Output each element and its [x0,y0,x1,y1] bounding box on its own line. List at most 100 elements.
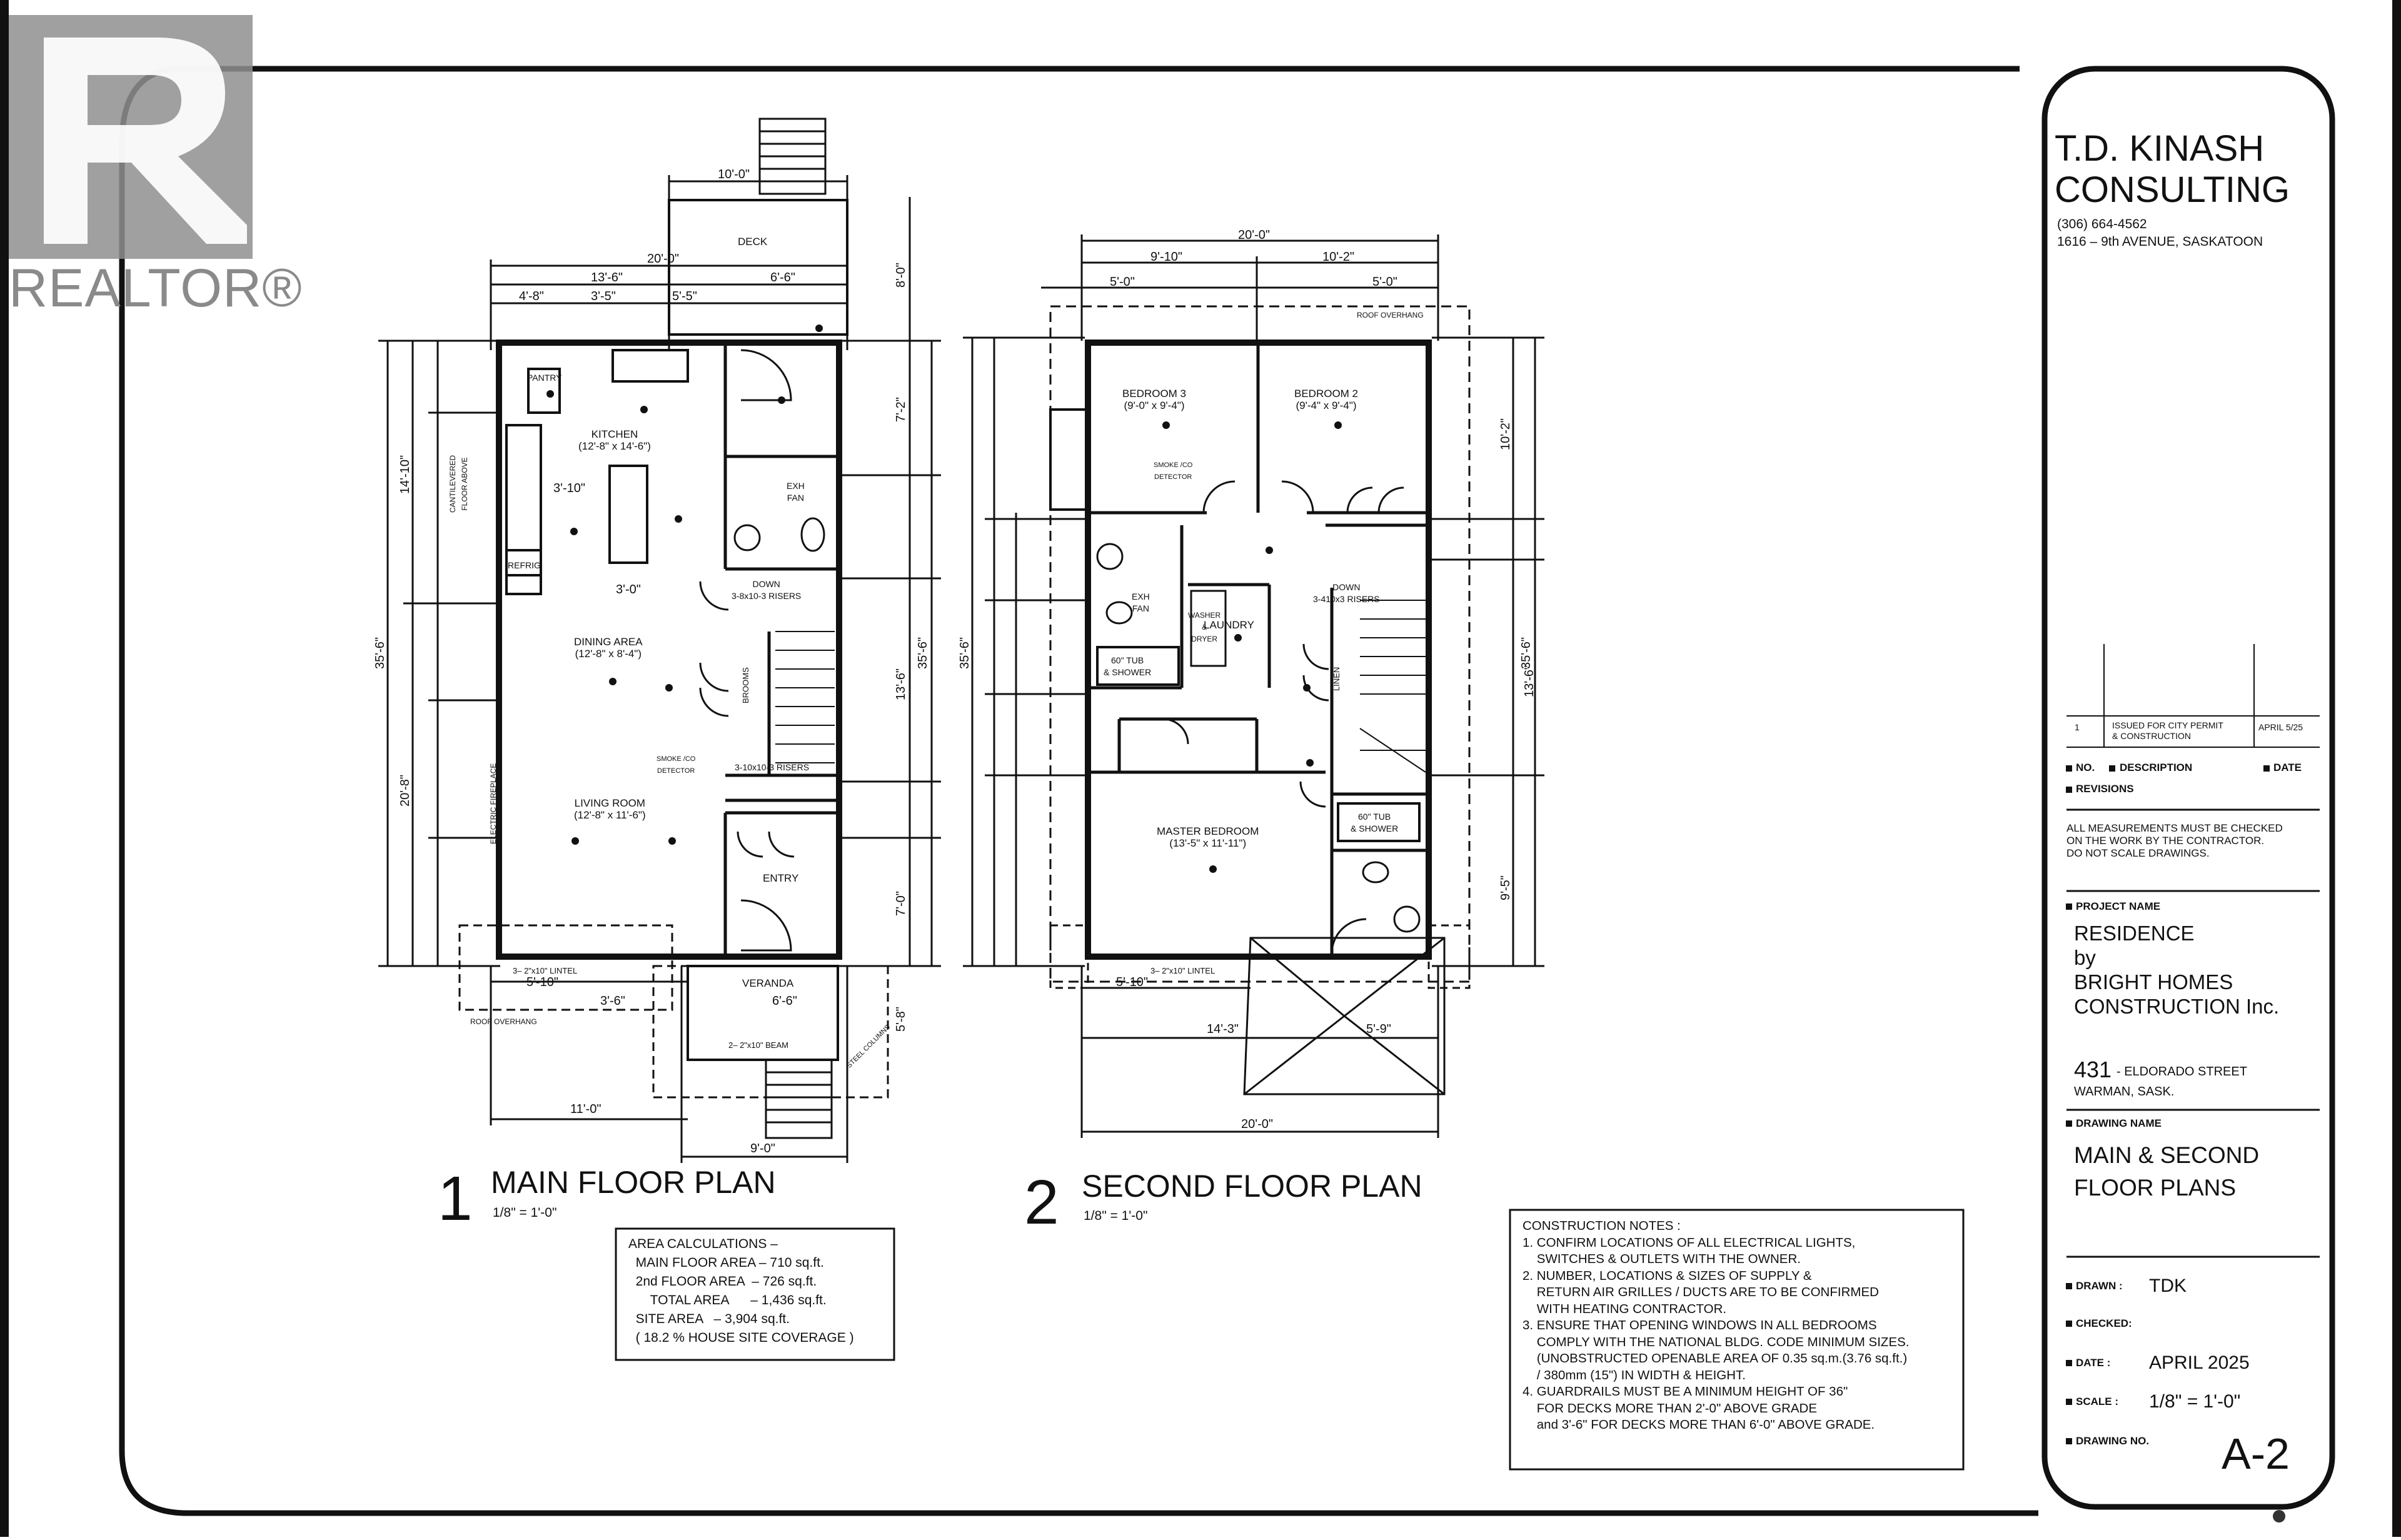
main-plan-title: MAIN FLOOR PLAN [491,1165,776,1200]
main-stair-down: DOWN 3-8x10-3 RISERS [732,579,802,601]
dim-second-bot-1: 5'-10" [1116,975,1148,989]
second-smoke-detector: SMOKE /CO DETECTOR [1154,461,1193,481]
dim-main-right-total: 35'-6" [916,637,930,669]
area-calculations-text: AREA CALCULATIONS – MAIN FLOOR AREA – 71… [628,1237,854,1345]
main-room-entry: ENTRY [763,872,799,884]
construction-notes-text: CONSTRUCTION NOTES : 1. CONFIRM LOCATION… [1523,1219,1910,1432]
main-smoke-detector: SMOKE /CO DETECTOR [657,755,696,775]
dim-main-top-overall: 20'-0" [647,252,679,266]
dim-main-e: 5'-5" [672,289,697,303]
dim-second-r1: 10'-2" [1499,418,1513,450]
main-lintel: 3– 2"x10" LINTEL [513,966,578,975]
dim-main-c: 4'-8" [519,289,544,303]
main-beam: 2– 2"x10" BEAM [728,1040,788,1050]
drawing-number: A-2 [2222,1429,2290,1478]
main-interior-walls [723,344,838,957]
dim-second-c: 5'-0" [1110,275,1135,289]
main-roof-overhang: ROOF OVERHANG [470,1017,537,1026]
dim-second-right-total: 35'-6" [1519,637,1533,669]
drawn-label: DRAWN : [2076,1280,2123,1292]
main-exh-fan: EXH FAN [787,481,805,503]
main-brooms-closet: BROOMS [741,667,750,703]
dim-main-bot-1: 5'-10" [526,975,558,989]
right-edge-bar [2392,0,2401,1537]
dim-main-r3: 13'-6" [894,668,908,700]
dim-main-left-2: 20'-8" [398,775,412,807]
dim-second-r3: 9'-5" [1499,875,1513,900]
main-room-living: LIVING ROOM (12'-8" x 11'-6") [574,797,646,821]
front-stairs [765,1059,833,1139]
second-interior-walls [1091,344,1426,954]
main-stair-up: 3-10x10-3 RISERS [735,762,810,772]
scale-value: 1/8" = 1'-0" [2149,1391,2241,1412]
dim-main-d: 3'-5" [591,289,616,303]
disclaimer: ALL MEASUREMENTS MUST BE CHECKED ON THE … [2066,822,2283,859]
bed3-closet [1049,408,1089,511]
second-plan-title: SECOND FLOOR PLAN [1082,1169,1422,1204]
dim-second-top-overall: 20'-0" [1238,228,1270,242]
construction-notes-box [1509,1209,1965,1471]
dim-second-bot-3: 5'-9" [1366,1022,1391,1036]
firm-address: 1616 – 9th AVENUE, SASKATOON [2057,234,2263,249]
checked-label: CHECKED: [2076,1317,2132,1329]
drawing-name: MAIN & SECOND FLOOR PLANS [2074,1142,2260,1200]
dim-main-a: 13'-6" [591,271,623,284]
drawing-no-label: DRAWING NO. [2076,1435,2150,1447]
dim-second-a: 9'-10" [1150,250,1182,264]
dim-main-r4: 7'-0" [894,891,908,916]
firm-name: T.D. KINASH CONSULTING [2055,128,2290,211]
main-doors [699,349,795,952]
second-plan-scale: 1/8" = 1'-0" [1084,1209,1148,1223]
address-number: 431 [2074,1057,2112,1082]
revisions-label: REVISIONS [2076,783,2134,795]
dim-main-bot-3: 6'-6" [772,994,797,1008]
main-room-deck: DECK [738,236,768,248]
firm-name-line1: T.D. KINASH [2055,128,2265,169]
firm-phone: (306) 664-4562 [2057,217,2147,231]
realtor-wordmark: REALTOR® [9,258,303,318]
corner-marker-icon [2273,1510,2285,1522]
second-floor-plan [963,234,1544,1138]
dim-main-bot-2: 3'-6" [600,994,625,1008]
second-doors [1162,480,1404,954]
title-block-bullets [2066,765,2270,1444]
main-cantilever-note: CANTILEVERED FLOOR ABOVE [448,455,469,513]
date-label: DATE : [2076,1357,2111,1369]
drawing-name-label: DRAWING NAME [2076,1117,2162,1129]
project-name-label: PROJECT NAME [2076,900,2161,912]
second-lintel: 3– 2"x10" LINTEL [1150,966,1216,975]
revision-description: ISSUED FOR CITY PERMIT & CONSTRUCTION [2112,720,2223,741]
second-stair-down: DOWN 3-410x3 RISERS [1313,582,1380,604]
main-room-refrig: REFRIG [508,560,541,570]
revision-col-date: DATE [2273,762,2302,773]
dim-main-b: 6'-6" [770,271,795,284]
main-right-dimensions [838,197,941,967]
revision-col-desc: DESCRIPTION [2120,762,2193,773]
main-plan-scale: 1/8" = 1'-0" [493,1205,557,1220]
firm-contact: (306) 664-4562 1616 – 9th AVENUE, SASKAT… [2057,216,2263,251]
second-roof-overhang [1049,305,1471,983]
dim-main-k1: 3'-10" [553,481,585,495]
second-tub-ensuite: 60" TUB & SHOWER [1351,812,1399,833]
second-bath-fixtures [1096,543,1421,933]
realtor-logo [9,15,253,259]
second-left-dimensions [963,336,1085,967]
dim-second-bot-4: 20'-0" [1241,1117,1273,1131]
drawn-value: TDK [2149,1276,2187,1296]
scale-label: SCALE : [2076,1396,2118,1407]
dim-main-bot-4: 11'-0" [570,1102,602,1116]
second-top-dimensions [1041,234,1439,341]
project-name: RESIDENCE by BRIGHT HOMES CONSTRUCTION I… [2074,922,2280,1018]
dim-second-b: 10'-2" [1322,250,1354,264]
main-bottom-dimensions [490,966,848,1163]
tub-hall-bath [1096,646,1180,686]
left-edge-bar [0,0,9,1537]
second-plan-number: 2 [1024,1167,1059,1237]
revision-col-no: NO. [2076,762,2095,773]
address-city: WARMAN, SASK. [2074,1085,2175,1099]
date-value: APRIL 2025 [2149,1352,2250,1373]
second-exterior-walls [1085,340,1432,960]
second-bottom-dimensions [1080,966,1439,1138]
